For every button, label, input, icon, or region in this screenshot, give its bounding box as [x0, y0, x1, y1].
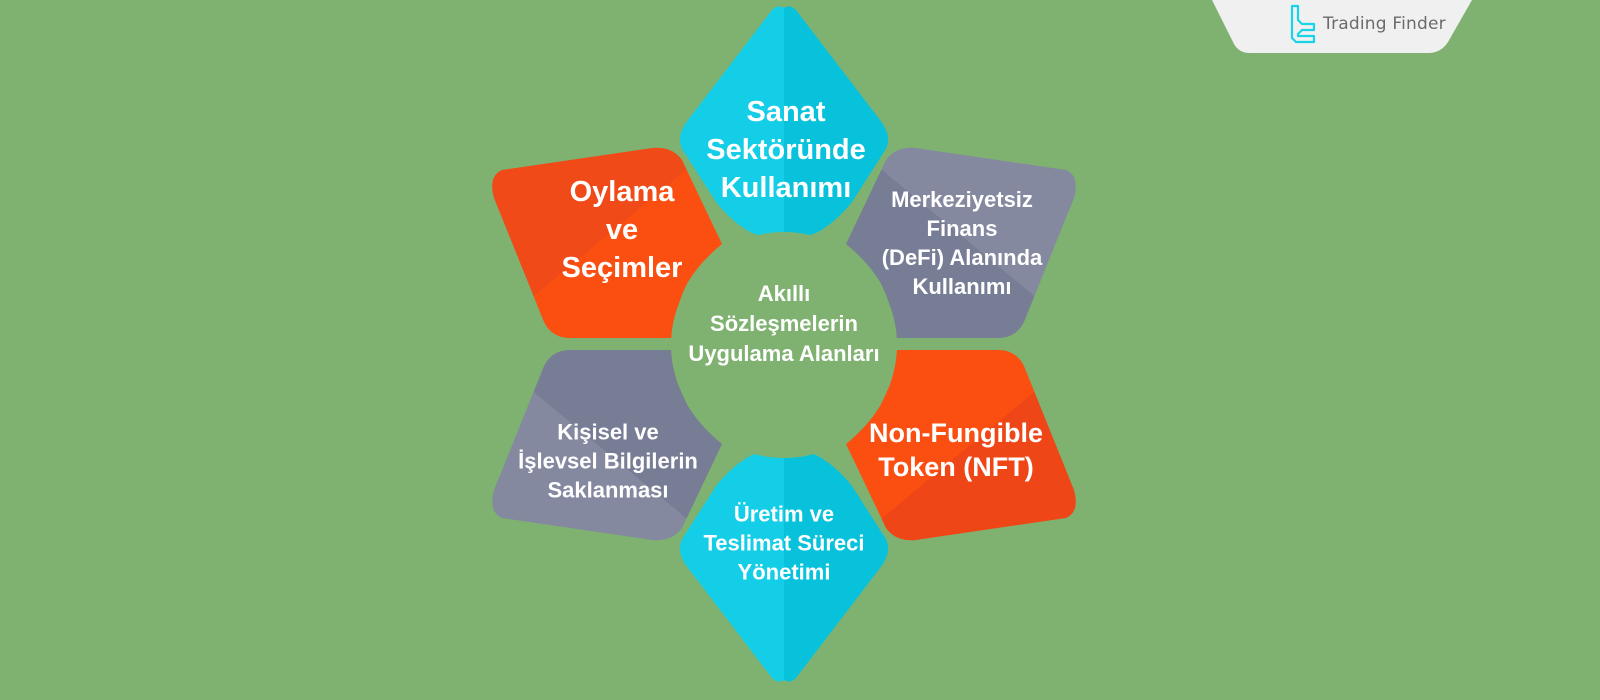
petal-label-line: Merkeziyetsiz	[891, 187, 1033, 212]
petal-label-line: Kişisel ve	[557, 419, 659, 445]
petal-label-line: (DeFi) Alanında	[881, 245, 1043, 270]
petal-upper-left-label: Oylama ve Seçimler	[562, 173, 683, 287]
brand-name[interactable]: Trading Finder	[1323, 14, 1446, 34]
petal-label-line: Seçimler	[561, 252, 683, 284]
petal-label-line: Üretim ve	[733, 501, 835, 527]
petal-top-label: Sanat Sektöründe Kullanımı	[706, 93, 866, 207]
petal-label-line: Oylama	[569, 176, 675, 208]
petal-label-line: ve	[605, 214, 639, 246]
petal-bottom-label: Üretim ve Teslimat Süreci Yönetimi	[704, 500, 865, 587]
petal-label-line: İşlevsel Bilgilerin	[518, 448, 698, 474]
petal-label-line: Saklanması	[547, 477, 669, 503]
petal-lower-right-label: Non-Fungible Token (NFT)	[869, 416, 1043, 484]
petal-lower-left-label: Kişisel ve İşlevsel Bilgilerin Saklanmas…	[518, 418, 698, 505]
petal-label-line: Teslimat Süreci	[703, 530, 865, 556]
logo-tab-shape	[1212, 0, 1472, 53]
petal-label-line: Yönetimi	[737, 559, 831, 585]
petal-label-line: Sektöründe	[706, 134, 866, 166]
center-circle-shape	[671, 232, 897, 458]
center-title-line: Sözleşmelerin	[710, 311, 858, 336]
petal-label-line: Token (NFT)	[878, 452, 1034, 482]
petal-top-shape	[679, 6, 889, 241]
petal-label-line: Sanat	[746, 96, 826, 128]
petal-upper-right-shape	[846, 147, 1076, 338]
petal-label-line: Non-Fungible	[869, 418, 1043, 448]
petal-upper-left-shape	[492, 147, 722, 338]
center-title-line: Akıllı	[757, 281, 811, 306]
petal-upper-right-label: Merkeziyetsiz Finans (DeFi) Alanında Kul…	[882, 185, 1043, 301]
petal-lower-right-shape	[846, 350, 1076, 541]
center-title: Akıllı Sözleşmelerin Uygulama Alanları	[688, 279, 879, 369]
center-title-line: Uygulama Alanları	[688, 341, 880, 366]
petal-label-line: Finans	[926, 216, 998, 241]
petal-bottom-shape	[679, 448, 889, 682]
petal-lower-left-shape	[492, 350, 722, 541]
petal-label-line: Kullanımı	[912, 274, 1012, 299]
tf-monogram-icon	[1290, 4, 1316, 44]
petal-label-line: Kullanımı	[720, 172, 852, 204]
